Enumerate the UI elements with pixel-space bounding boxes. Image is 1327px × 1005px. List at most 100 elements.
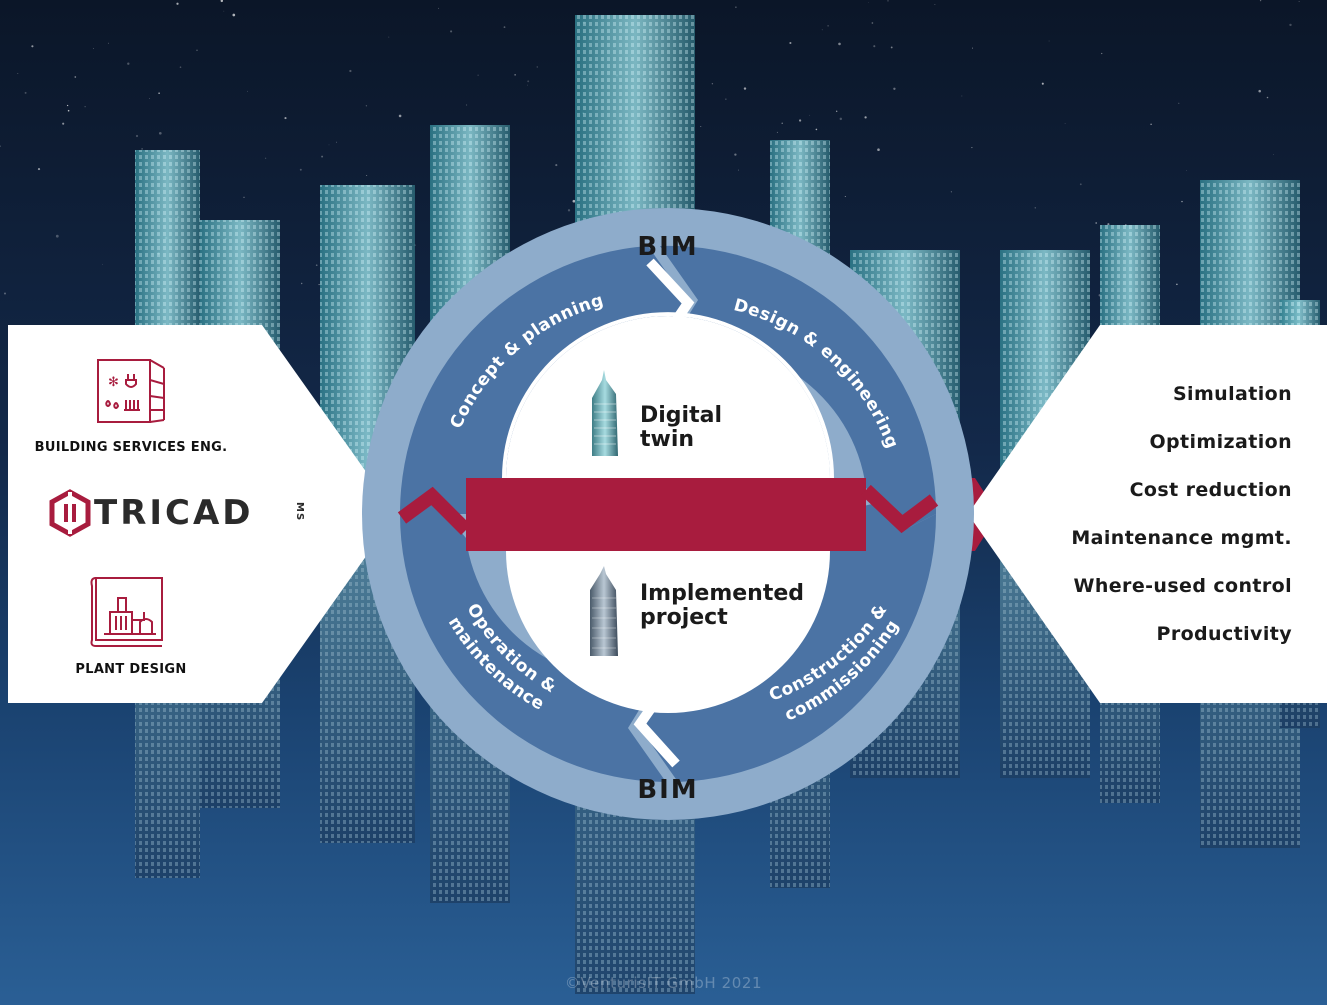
star — [527, 80, 530, 83]
star — [890, 46, 893, 49]
star — [1150, 123, 1152, 126]
star — [514, 74, 516, 76]
star — [711, 83, 714, 85]
left-software-panel — [8, 325, 396, 703]
bim-label-top: BIM — [637, 232, 698, 262]
star — [149, 97, 150, 99]
star — [781, 122, 783, 124]
plant-design-label: PLANT DESIGN — [75, 662, 187, 677]
star — [365, 105, 368, 107]
benefit-item: Simulation — [1172, 383, 1292, 405]
star — [971, 147, 973, 149]
star — [961, 95, 963, 97]
star — [873, 45, 876, 48]
star — [1178, 102, 1180, 104]
star — [1289, 23, 1292, 27]
star — [700, 126, 702, 127]
star — [798, 119, 802, 122]
star — [466, 104, 468, 106]
star — [821, 29, 823, 31]
star — [158, 92, 160, 94]
star — [1079, 183, 1082, 186]
plant-design-icon — [90, 577, 163, 647]
star — [1258, 89, 1261, 93]
star — [220, 0, 224, 3]
star — [37, 168, 41, 171]
star — [141, 148, 143, 150]
star — [246, 90, 248, 92]
star — [264, 157, 267, 159]
star — [735, 6, 737, 8]
star — [107, 42, 109, 44]
star — [871, 22, 874, 24]
digital-twin-label-line2: twin — [640, 427, 694, 452]
star — [734, 153, 737, 156]
implemented-project-label-line2: project — [640, 605, 728, 630]
star — [477, 74, 479, 76]
star — [1176, 283, 1178, 286]
star — [450, 30, 453, 33]
star — [31, 45, 34, 48]
star — [839, 117, 843, 121]
star — [66, 104, 69, 107]
star — [127, 62, 130, 65]
star — [1272, 153, 1274, 155]
star — [567, 209, 571, 212]
star — [223, 10, 225, 12]
star — [1259, 0, 1262, 2]
star — [877, 148, 880, 151]
star — [315, 264, 318, 267]
star — [934, 3, 936, 5]
star — [232, 13, 236, 17]
star — [1041, 82, 1044, 85]
star — [321, 155, 324, 158]
star — [809, 114, 811, 116]
implemented-project-area — [506, 551, 830, 713]
star — [318, 284, 320, 286]
star — [536, 66, 539, 68]
star — [366, 175, 368, 177]
star — [864, 116, 867, 119]
star — [815, 128, 818, 131]
star — [868, 1, 869, 3]
star — [135, 134, 139, 138]
star — [158, 131, 162, 135]
band-center — [466, 478, 866, 551]
star — [572, 199, 576, 203]
star — [887, 0, 889, 2]
building-services-label: BUILDING SERVICES ENG. — [34, 440, 228, 455]
star — [1034, 207, 1036, 209]
star — [4, 292, 6, 295]
benefit-item: Productivity — [1156, 623, 1292, 645]
star — [349, 69, 352, 73]
star — [838, 42, 841, 46]
star — [1095, 222, 1098, 224]
star — [725, 98, 727, 100]
star — [84, 106, 86, 108]
tricad-logo-text: TRICAD — [94, 493, 254, 533]
svg-text:✻: ✻ — [108, 375, 119, 390]
star — [0, 145, 1, 147]
benefit-item: Cost reduction — [1129, 479, 1292, 501]
star — [388, 36, 390, 38]
star — [1107, 223, 1110, 226]
star — [893, 87, 896, 90]
star — [55, 234, 59, 238]
star — [196, 49, 198, 51]
star — [102, 263, 103, 265]
star — [836, 110, 838, 112]
bim-label-bottom: BIM — [637, 775, 698, 805]
star — [743, 87, 747, 90]
implemented-project-building-icon — [590, 566, 618, 656]
star — [74, 76, 77, 78]
building-services-icon: ✻ — [97, 359, 165, 423]
tricad-logo-icon — [49, 489, 91, 537]
star — [844, 195, 846, 198]
band-chevron-right-stroke — [861, 484, 939, 534]
star — [737, 169, 739, 171]
star — [555, 164, 558, 167]
copyright-footer: ©VenturisIT GmbH 2021 — [564, 974, 763, 992]
star — [827, 25, 829, 27]
implemented-project-label-line1: Implemented — [640, 581, 804, 606]
